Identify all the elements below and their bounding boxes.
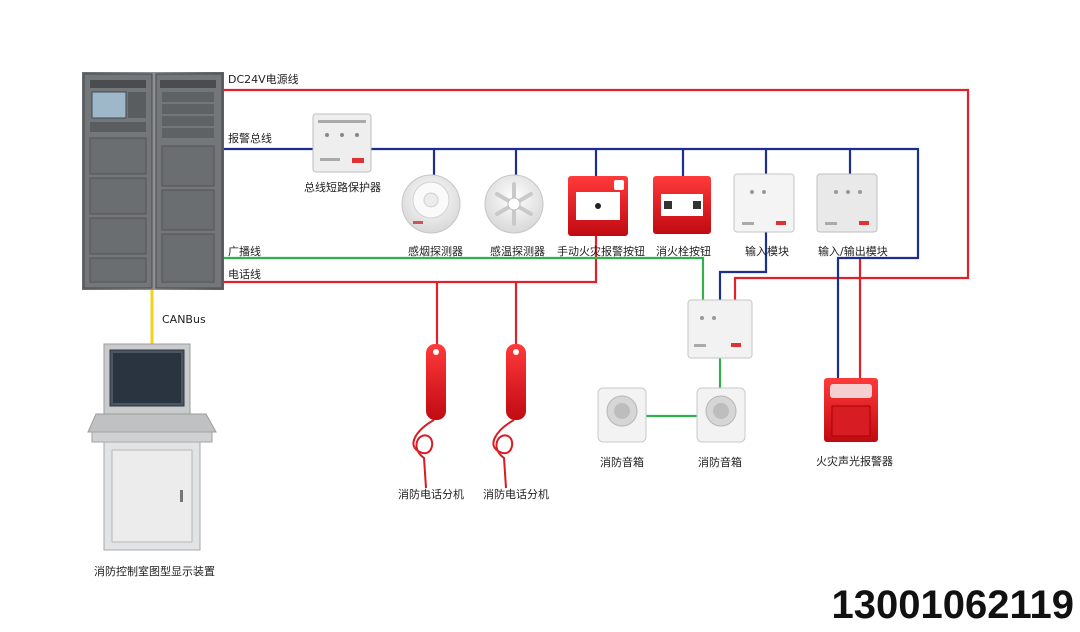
smoke-detector-device — [401, 174, 461, 234]
bus-protector-device — [312, 113, 372, 173]
io-module-label: 输入/输出模块 — [818, 245, 888, 258]
canbus-label: CANBus — [162, 313, 206, 326]
io-module-device — [816, 173, 878, 233]
dc24v-power-line — [223, 88, 970, 300]
phone-ext-1-label: 消防电话分机 — [398, 488, 464, 501]
alarm-bus-line — [223, 147, 920, 378]
alarm-bus-to-broadcast-module — [718, 232, 768, 300]
hydrant-button-label: 消火栓按钮 — [656, 245, 711, 258]
contact-phone-number: 13001062119 — [831, 583, 1075, 627]
display-device-label: 消防控制室图型显示装置 — [94, 565, 215, 578]
smoke-detector-label: 感烟探测器 — [408, 245, 463, 258]
heat-detector-label: 感温探测器 — [490, 245, 545, 258]
alarm-bus-label: 报警总线 — [228, 132, 272, 145]
bus-protector-label: 总线短路保护器 — [304, 181, 381, 194]
broadcast-line — [223, 256, 705, 300]
broadcast-module-device — [687, 299, 753, 359]
manual-alarm-button-device — [568, 176, 628, 236]
controller-lcd-screen — [91, 91, 127, 119]
sound-light-alarm-device — [824, 378, 878, 442]
fire-speaker-2-device — [696, 387, 746, 443]
manual-alarm-button-label: 手动火灾报警按钮 — [557, 245, 645, 258]
dc24v-line-label: DC24V电源线 — [228, 73, 299, 86]
telephone-line-label: 电话线 — [228, 268, 261, 281]
fire-telephone-1-device — [412, 344, 446, 489]
fire-alarm-controller-cabinet — [82, 72, 224, 290]
input-module-device — [733, 173, 795, 233]
wiring — [150, 88, 970, 418]
input-module-label: 输入模块 — [745, 245, 789, 258]
graphic-display-console-device — [87, 343, 217, 551]
heat-detector-device — [484, 174, 544, 234]
fire-speaker-1-device — [597, 387, 647, 443]
phone-ext-2-label: 消防电话分机 — [483, 488, 549, 501]
sound-light-alarm-label: 火灾声光报警器 — [816, 455, 893, 468]
speaker-2-label: 消防音箱 — [698, 456, 742, 469]
hydrant-button-device — [653, 176, 711, 234]
broadcast-line-label: 广播线 — [228, 245, 261, 258]
fire-telephone-2-device — [492, 344, 526, 489]
speaker-1-label: 消防音箱 — [600, 456, 644, 469]
